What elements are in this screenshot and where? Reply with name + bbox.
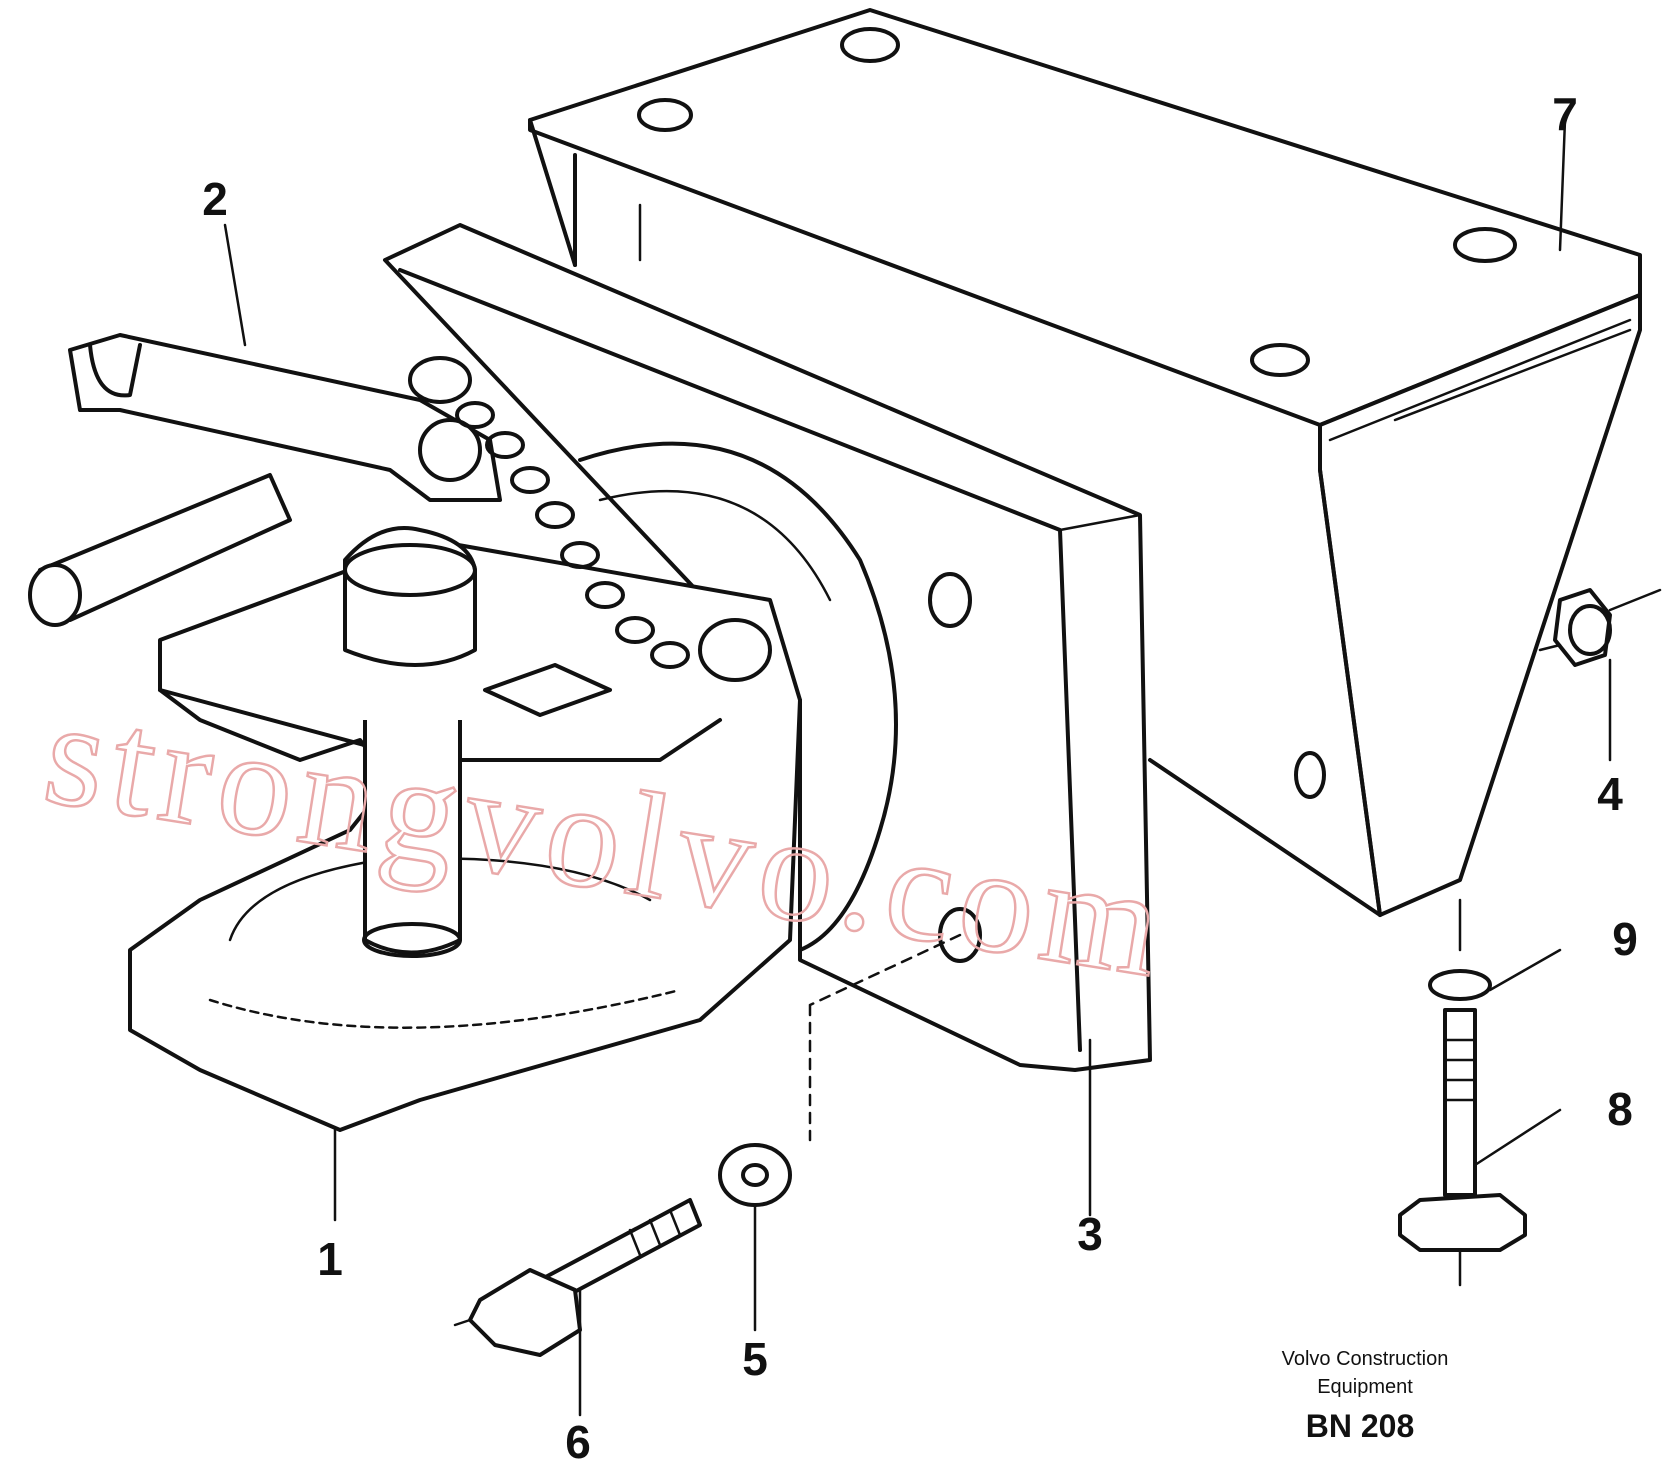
callout-3: 3 xyxy=(1077,1208,1103,1260)
callout-7: 7 xyxy=(1552,88,1578,140)
handle-lever xyxy=(28,333,502,627)
callout-5: 5 xyxy=(742,1333,768,1385)
callout-1: 1 xyxy=(317,1233,343,1285)
diagram-code: BN 208 xyxy=(1306,1408,1415,1444)
horizontal-bolt-assembly xyxy=(453,933,962,1357)
callout-2: 2 xyxy=(202,173,228,225)
callout-8: 8 xyxy=(1607,1083,1633,1135)
caption-line-2: Equipment xyxy=(1317,1376,1413,1398)
mounting-bracket xyxy=(528,8,1642,917)
leader-lines xyxy=(223,118,1612,1417)
callout-6: 6 xyxy=(565,1416,591,1468)
coupling-jaw xyxy=(128,526,802,1132)
nut xyxy=(1538,588,1662,667)
caption-line-1: Volvo Construction xyxy=(1282,1348,1449,1370)
vertical-bolt-assembly xyxy=(1398,898,1527,1287)
callout-4: 4 xyxy=(1597,768,1623,820)
callout-9: 9 xyxy=(1612,913,1638,965)
safety-chain xyxy=(408,356,772,682)
